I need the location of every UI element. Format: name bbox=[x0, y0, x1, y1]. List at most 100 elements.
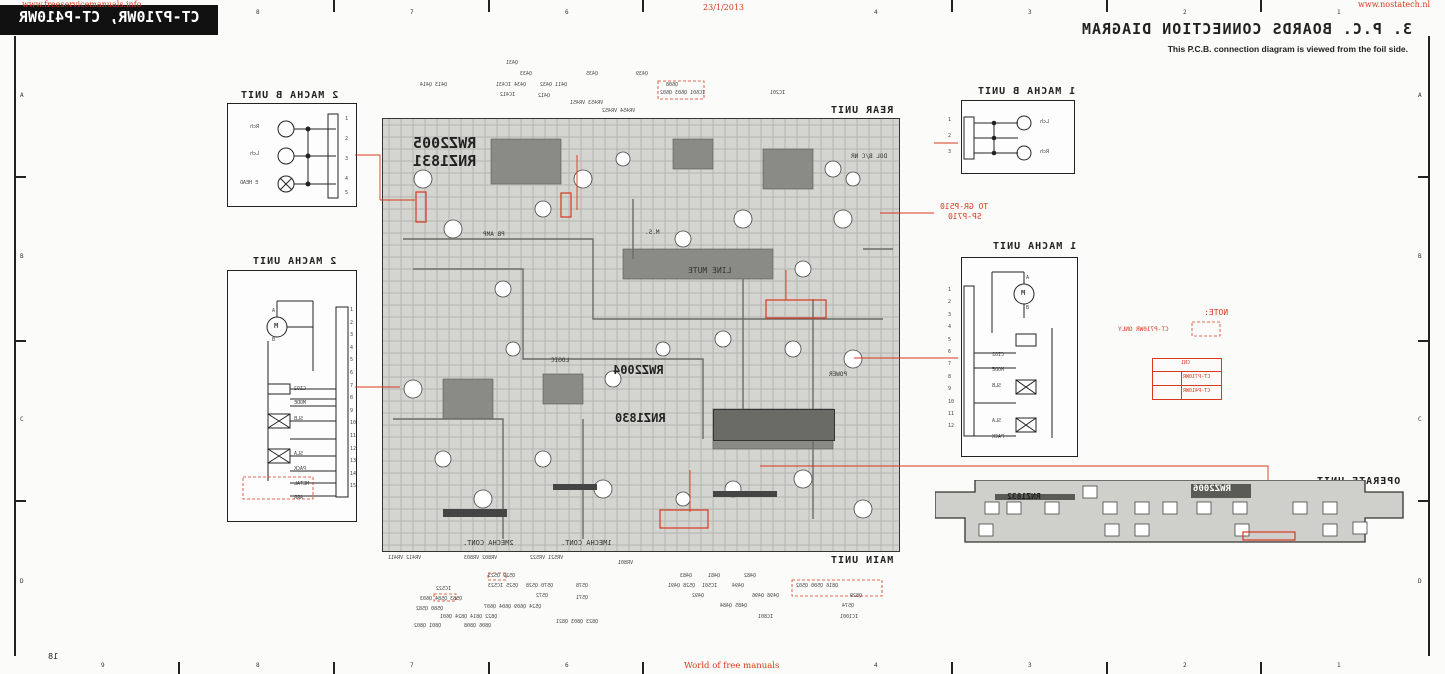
grid-col-bottom-3: 3 bbox=[1028, 662, 1032, 669]
pin-rt-2: 2 bbox=[948, 133, 952, 139]
tick-top-5 bbox=[1106, 0, 1108, 12]
pcb-stamp-rwz2004: RWZ2004 bbox=[613, 363, 664, 377]
model-banner-text: CT-P710WR, CT-P410WR bbox=[18, 8, 200, 26]
unit-2-macha-schematic bbox=[242, 300, 349, 500]
label-pack-left: PACK bbox=[294, 466, 307, 472]
note-table-divider-v bbox=[1181, 371, 1182, 399]
operate-board-shape bbox=[935, 480, 1404, 543]
label-slb-left: SLB bbox=[294, 416, 304, 422]
unit-1-macha: M A B CIO2 MODE SLB SLA PACK bbox=[961, 257, 1078, 457]
bottom-ref-25: Q583 Q584 Q603 bbox=[420, 596, 463, 602]
top-ref-1: Q433 bbox=[520, 71, 533, 77]
main-pcb-board: RWZ2005 RNZ1831 RWZ2004 RNZ1830 PB AMP M… bbox=[382, 118, 900, 552]
pcb-trace-art bbox=[383, 119, 899, 551]
tick-left-3 bbox=[14, 500, 26, 502]
bottom-ref-1: VR802 VR803 bbox=[464, 555, 498, 561]
unit-title-2-macha: 2 MACHA UNIT bbox=[252, 256, 337, 267]
grid-row-right-b: B bbox=[1418, 253, 1422, 260]
tick-bottom-5 bbox=[951, 662, 953, 674]
grid-col-bottom-7: 7 bbox=[410, 662, 414, 669]
grid-col-top-2: 2 bbox=[1183, 9, 1187, 16]
pcb-label-logic: LOGIC bbox=[551, 357, 570, 364]
grid-col-top-3: 3 bbox=[1028, 9, 1032, 16]
bottom-ref-17: Q498 Q496 bbox=[752, 593, 780, 599]
label-m-right: M bbox=[1021, 289, 1026, 297]
tick-bottom-4 bbox=[642, 662, 644, 674]
pcb-label-2mecha: 2MECHA CONT. bbox=[463, 539, 514, 547]
note-table-header: CN1 bbox=[1181, 360, 1191, 366]
bottom-ref-20: Q492 bbox=[692, 593, 705, 599]
pin-lt-5: 5 bbox=[345, 190, 349, 196]
unit-2-macha: M A B CIO2 MODE SLB SLA PACK METAL ARR 1… bbox=[227, 270, 357, 522]
pin-lt-1: 1 bbox=[345, 116, 349, 122]
bottom-ref-27: Q580 Q582 bbox=[416, 606, 444, 612]
note-text: CT-P710WR ONLY bbox=[1118, 326, 1169, 333]
tick-left-2 bbox=[14, 340, 26, 342]
pcb-stamp-rnz1831: RNZ1831 bbox=[413, 152, 477, 170]
bottom-ref-23: IC801 bbox=[758, 614, 774, 620]
top-ref-4: Q608 bbox=[666, 82, 679, 88]
pcb-stamp-rnz1830: RNZ1830 bbox=[615, 411, 666, 425]
tick-bottom-3 bbox=[488, 662, 490, 674]
bottom-ref-9: Q578 bbox=[576, 583, 589, 589]
bottom-ref-4: Q529 Q523 bbox=[488, 573, 516, 579]
watermark-right: www.nostatech.nl bbox=[1358, 0, 1431, 9]
note-row-2: CT-P410WR bbox=[1183, 388, 1211, 394]
grid-col-top-6: 6 bbox=[565, 9, 569, 16]
bottom-ref-6: IC522 bbox=[436, 586, 452, 592]
pcb-stamp-rwz2005: RWZ2005 bbox=[413, 134, 477, 152]
label-a-right: A bbox=[1026, 275, 1030, 281]
label-lch-left: Lch bbox=[250, 151, 260, 157]
operate-board-rnz1832: RNZ1832 bbox=[1007, 492, 1041, 501]
tick-right-1 bbox=[1418, 176, 1430, 178]
bottom-ref-labels: VR412 VR411 VR802 VR803 VR521 VR522 VR80… bbox=[380, 552, 900, 632]
bottom-ref-8: Q572 bbox=[536, 593, 549, 599]
top-ref-10: VR453 VR451 bbox=[570, 100, 604, 106]
model-banner bbox=[0, 5, 218, 35]
top-ref-7: IC412 bbox=[500, 92, 516, 98]
top-ref-6: Q434 IC431 bbox=[496, 82, 527, 88]
rear-unit-title: REAR UNIT bbox=[830, 105, 894, 116]
tick-top-1 bbox=[333, 0, 335, 12]
label-b-right: B bbox=[1026, 305, 1030, 311]
grid-row-left-d: D bbox=[20, 578, 24, 585]
pin-rt-1: 1 bbox=[948, 117, 952, 123]
pin-column-left: 1 2 3 4 5 6 7 8 9 10 11 12 13 14 15 bbox=[350, 307, 357, 490]
frame-right-line bbox=[1428, 36, 1430, 656]
unit-2-macha-b: Rch Lch E HEAD 1 2 3 4 5 bbox=[227, 103, 357, 207]
pcb-label-1mecha: 1MECHA CONT. bbox=[561, 539, 612, 547]
grid-row-left-c: C bbox=[20, 416, 24, 423]
label-metal-left: METAL bbox=[294, 481, 310, 487]
grid-row-left-b: B bbox=[20, 253, 24, 260]
top-ref-0: Q431 bbox=[506, 60, 519, 66]
watermark-left: www.freeservicemanuals.info bbox=[22, 0, 142, 9]
page-subtitle: This P.C.B. connection diagram is viewed… bbox=[1167, 44, 1408, 54]
bottom-ref-19: Q829 bbox=[850, 593, 863, 599]
pcb-label-pb-amp: PB AMP bbox=[483, 231, 505, 238]
bottom-ref-14: Q528 Q491 bbox=[668, 583, 696, 589]
grid-col-bottom-1: 1 bbox=[1337, 662, 1341, 669]
footer-text: World of free manuals bbox=[684, 661, 780, 671]
bottom-ref-16: Q494 bbox=[732, 583, 745, 589]
bottom-ref-28: Q822 Q814 Q824 Q601 bbox=[440, 614, 498, 620]
unit-title-1-macha: 1 MACHA UNIT bbox=[992, 241, 1077, 252]
tick-left-1 bbox=[14, 176, 26, 178]
label-rch-left: Rch bbox=[250, 124, 260, 130]
bottom-ref-24: IC1001 bbox=[840, 614, 859, 620]
operate-board-rwz2006: RWZ2006 bbox=[1193, 484, 1231, 494]
top-ref-12: Q413 Q414 bbox=[420, 82, 448, 88]
pin-lt-4: 4 bbox=[345, 176, 349, 182]
label-ehead-left: E HEAD bbox=[240, 180, 259, 186]
to-label-1: TO GR-P510 bbox=[940, 202, 989, 211]
label-slb-right: SLB bbox=[992, 383, 1002, 389]
label-cio2-right: CIO2 bbox=[992, 352, 1005, 358]
tick-right-2 bbox=[1418, 340, 1430, 342]
note-title: NOTE: bbox=[1204, 308, 1229, 317]
bottom-ref-0: VR412 VR411 bbox=[388, 555, 422, 561]
pcb-label-power: POWER bbox=[829, 371, 848, 378]
tick-bottom-7 bbox=[1260, 662, 1262, 674]
page-title: 3. P.C. BOARDS CONNECTION DIAGRAM bbox=[1080, 20, 1412, 38]
grid-col-bottom-8: 8 bbox=[256, 662, 260, 669]
label-cio2-left: CIO2 bbox=[294, 386, 307, 392]
bottom-ref-29: Q806 Q808 bbox=[464, 623, 492, 629]
